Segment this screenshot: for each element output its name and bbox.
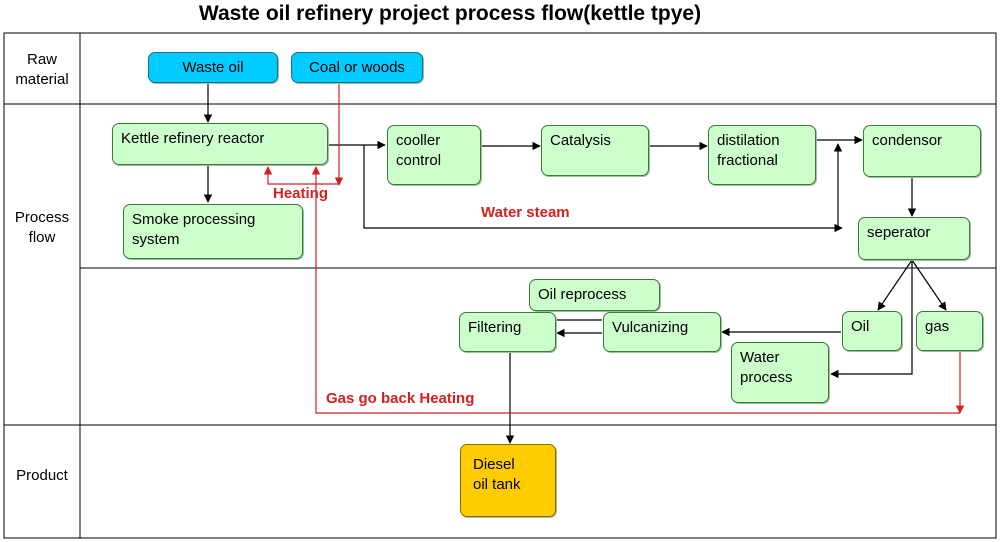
arrow-seperator-oil	[877, 259, 913, 311]
lane-label-product: Product	[16, 467, 68, 484]
arrow-seperator-water	[830, 260, 913, 379]
heating-arrows	[263, 83, 965, 414]
node-diesel-oil-tank: Diesel oil tank	[460, 444, 556, 517]
node-condensor: condensor	[863, 125, 981, 177]
lane-label-raw-material: Raw material	[15, 51, 69, 88]
lane-label-process-flow: Process flow	[14, 209, 70, 246]
node-smoke-processing-system: Smoke processing system	[123, 204, 303, 259]
arrow-water-steam	[363, 145, 843, 233]
node-oil-reprocess: Oil reprocess	[529, 279, 660, 311]
node-oil: Oil	[842, 311, 902, 351]
diagram-title: Waste oil refinery project process flow(…	[198, 2, 702, 25]
label-water-steam: Water steam	[481, 204, 570, 221]
label-gas-go-back-heating: Gas go back Heating	[326, 390, 475, 407]
label-heating: Heating	[273, 185, 329, 202]
node-seperator: seperator	[858, 217, 970, 260]
arrow-gas-back-line	[311, 166, 960, 414]
flow-arrows	[203, 83, 947, 444]
node-distilation-fractional: distilation fractional	[708, 125, 816, 185]
node-catalysis: Catalysis	[541, 125, 649, 176]
arrow-seperator-gas	[911, 259, 947, 311]
node-cooller-control: cooller control	[387, 125, 481, 185]
node-water-process: Water process	[731, 342, 829, 403]
node-filtering: Filtering	[459, 312, 556, 352]
arrow-heating-kettle	[263, 166, 339, 185]
lane-frame	[3, 32, 997, 539]
node-gas: gas	[916, 311, 983, 351]
node-kettle-refinery-reactor: Kettle refinery reactor	[112, 123, 328, 165]
node-waste-oil: Waste oil	[148, 52, 278, 83]
node-vulcanizing: Vulcanizing	[603, 312, 721, 352]
node-coal-or-woods: Coal or woods	[291, 52, 423, 83]
